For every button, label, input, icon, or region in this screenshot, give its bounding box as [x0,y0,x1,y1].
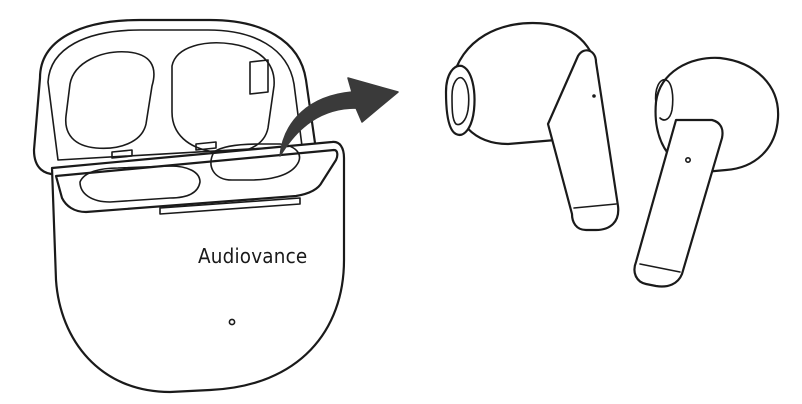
arrow-icon [279,77,399,157]
brand-logo-text: Audiovance [198,244,308,268]
earbud-icon [444,21,620,232]
earbud-sensor-dot [684,157,691,164]
earbud-sensor-dot [592,94,596,98]
earbud-icon [633,56,780,288]
case-lid [32,18,318,176]
charging-case-icon [50,140,346,394]
led-indicator [228,318,236,326]
